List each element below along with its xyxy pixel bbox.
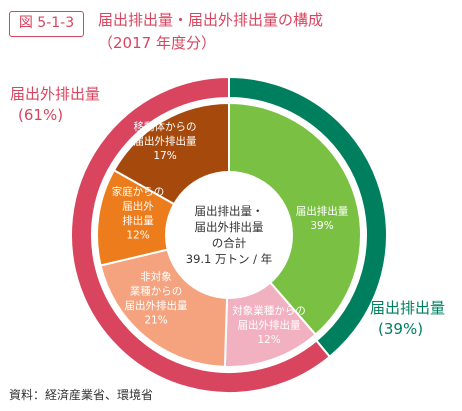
slice-percent: 12% (126, 229, 149, 241)
center-circle (165, 171, 293, 299)
outer-ring-slice-1 (70, 75, 332, 394)
slice-name-line: 排出量 (122, 214, 154, 227)
inner-pie-slice-0 (228, 101, 363, 337)
outer-legend-name: 届出外排出量 (10, 85, 100, 103)
slice-name-line: 届出外排出量 (125, 299, 188, 312)
outer-legend-0: 届出排出量 (39%) (370, 299, 445, 338)
center-label: 届出排出量・届出外排出量の合計 39.1 万トン / 年 (186, 204, 272, 266)
outer-legend-1: 届出外排出量 (61%) (10, 85, 100, 124)
chart-subtitle: （2017 年度分） (98, 34, 216, 52)
outer-legend-percent: (39%) (378, 320, 423, 338)
slice-name-line: 届出外 (122, 199, 154, 212)
center-label-line: 39.1 万トン / 年 (186, 252, 272, 266)
figure-label: 図 5-1-3 (9, 11, 84, 37)
slice-name-line: 業種からの (130, 284, 183, 297)
slice-name-line: 非対象 (140, 270, 172, 283)
source-note: 資料：経済産業省、環境省 (9, 388, 154, 402)
slice-percent: 17% (153, 150, 176, 162)
slice-percent: 12% (257, 334, 280, 346)
slice-label-3: 家庭からの届出外排出量 12% (112, 185, 165, 242)
slice-name-line: 移動体からの (134, 120, 197, 133)
slice-name-line: 対象業種からの (232, 304, 306, 317)
slice-label-4: 移動体からの届出外排出量 17% (134, 120, 197, 162)
outer-legend-name: 届出排出量 (370, 299, 445, 317)
slice-name-line: 届出外排出量 (134, 135, 197, 148)
center-label-line: の合計 (212, 236, 247, 250)
slice-label-2: 非対象業種からの届出外排出量 21% (125, 270, 188, 327)
slice-label-1: 対象業種からの届出外排出量 12% (232, 304, 306, 346)
slice-name-line: 家庭からの (112, 185, 165, 198)
slice-percent: 21% (144, 314, 167, 326)
slice-name-line: 届出排出量 (296, 204, 349, 217)
outer-legend-percent: (61%) (18, 106, 63, 124)
slice-percent: 39% (310, 220, 333, 232)
slice-name-line: 届出外排出量 (238, 319, 301, 332)
center-label-line: 届出外排出量 (195, 220, 264, 234)
slice-label-0: 届出排出量 39% (296, 204, 349, 232)
center-label-line: 届出排出量・ (195, 204, 264, 218)
chart-title: 届出排出量・届出外排出量の構成 (98, 11, 324, 29)
